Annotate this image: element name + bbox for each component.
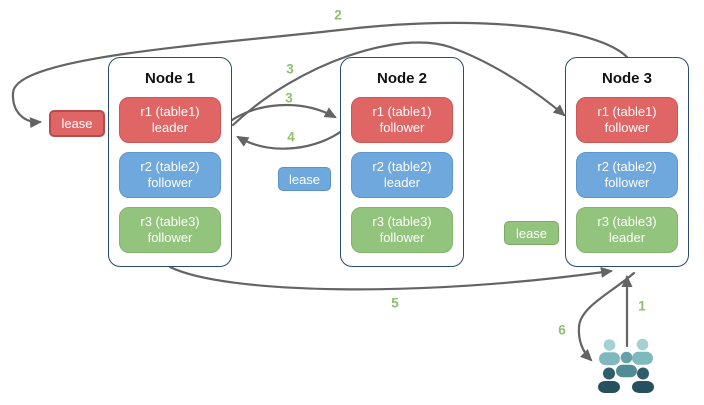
replica-label: r1 (table1) (140, 104, 200, 119)
node-1-replica-r1: r1 (table1) leader (119, 97, 221, 143)
node-3-replica-r1: r1 (table1) follower (576, 97, 678, 143)
step-label-6: 6 (558, 322, 566, 338)
replica-role: follower (147, 175, 193, 190)
replica-role: follower (147, 230, 193, 245)
node-3-replica-r3: r3 (table3) leader (576, 207, 678, 253)
step-label-2: 2 (334, 7, 342, 23)
step-label-1: 1 (638, 298, 646, 314)
node-3-title: Node 3 (601, 70, 652, 87)
node-2-replica-r1: r1 (table1) follower (351, 97, 453, 143)
node-1-title: Node 1 (144, 70, 195, 87)
arrow-step-3-leader-to-node2 (227, 103, 337, 124)
replica-role: follower (604, 175, 650, 190)
replica-label: r3 (table3) (597, 214, 657, 229)
lease-badge-table2: lease (278, 167, 331, 191)
node-2-replica-r2: r2 (table2) leader (351, 152, 453, 198)
step-label-5: 5 (391, 295, 399, 311)
arrow-step-2-node3-to-lease (11, 21, 629, 129)
replica-label: r2 (table2) (372, 159, 432, 174)
node-1: Node 1 r1 (table1) leader r2 (table2) fo… (108, 57, 232, 267)
arrow-step-5-node1-to-node3 (168, 265, 613, 291)
step-label-4: 4 (287, 129, 295, 145)
step-label-3b: 3 (285, 90, 293, 106)
replica-role: leader (608, 230, 646, 245)
replica-label: r3 (table3) (372, 214, 432, 229)
node-2-title: Node 2 (376, 70, 427, 87)
node-1-replica-r2: r2 (table2) follower (119, 152, 221, 198)
replica-label: r2 (table2) (140, 159, 200, 174)
replica-role: follower (604, 120, 650, 135)
node-2: Node 2 r1 (table1) follower r2 (table2) … (340, 57, 464, 267)
node-3-replica-r2: r2 (table2) follower (576, 152, 678, 198)
node-2-replica-r3: r3 (table3) follower (351, 207, 453, 253)
replica-label: r1 (table1) (597, 104, 657, 119)
node-1-replica-r3: r3 (table3) follower (119, 207, 221, 253)
arrow-step-6-node3-to-users (577, 271, 636, 362)
replica-role: leader (383, 175, 421, 190)
arrow-step-3-leader-to-node3 (231, 41, 566, 127)
lease-badge-table3: lease (504, 221, 559, 245)
replica-label: r2 (table2) (597, 159, 657, 174)
replica-role: leader (151, 120, 189, 135)
replica-role: follower (379, 120, 425, 135)
replica-role: follower (379, 230, 425, 245)
step-label-3a: 3 (286, 61, 294, 77)
node-3: Node 3 r1 (table1) follower r2 (table2) … (565, 57, 689, 267)
arrow-step-4-node2-to-leader (236, 128, 345, 150)
users-icon (598, 338, 654, 393)
replica-label: r1 (table1) (372, 104, 432, 119)
replica-label: r3 (table3) (140, 214, 200, 229)
lease-badge-table1: lease (49, 110, 105, 137)
